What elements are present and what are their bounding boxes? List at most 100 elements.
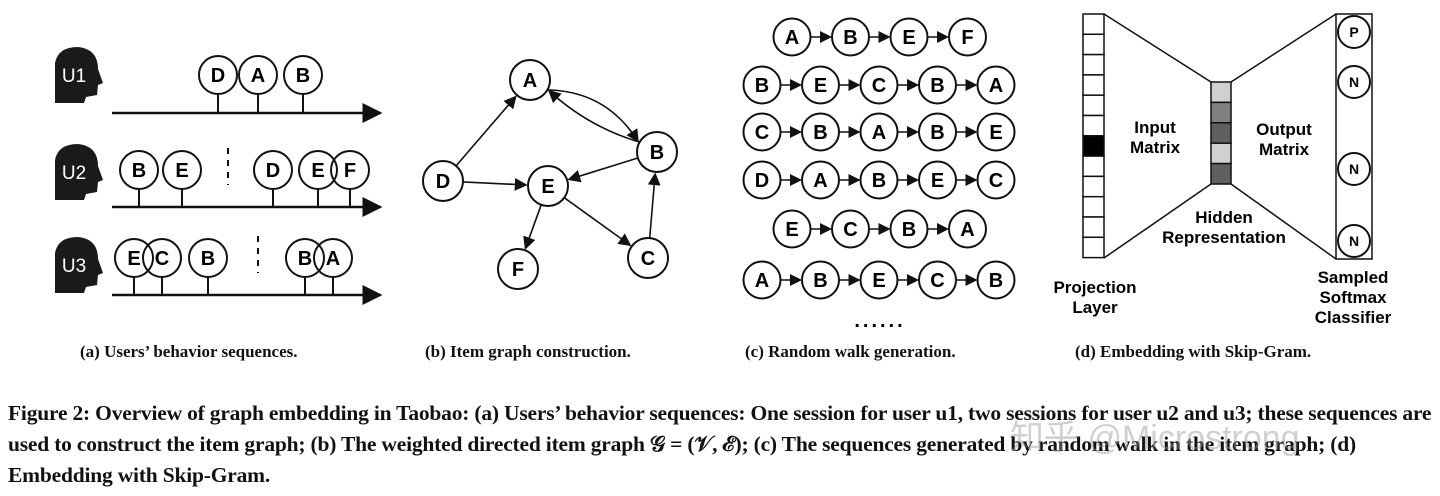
- node-circle: [527, 165, 569, 207]
- projection-layer-label: Projection: [1053, 278, 1136, 297]
- matrix-edge: [1230, 13, 1337, 83]
- node-label: B: [989, 270, 1003, 292]
- node-label: E: [175, 160, 188, 182]
- node-circle: [283, 55, 323, 95]
- node-label: E: [902, 27, 915, 49]
- matrix-edge: [1103, 183, 1212, 259]
- node-circle: [497, 248, 539, 290]
- node-circle: [772, 17, 812, 57]
- node-label: P: [1349, 24, 1358, 40]
- node-circle: [330, 150, 370, 190]
- sampled-softmax-label: Sampled: [1318, 268, 1389, 287]
- node-label: E: [931, 170, 944, 192]
- node-circle: [422, 160, 464, 202]
- graph-edge-E-F: [523, 204, 542, 250]
- matrix-edge: [1230, 183, 1337, 260]
- node-circle: [119, 150, 159, 190]
- sampled-softmax-label: Classifier: [1315, 308, 1392, 327]
- node-label: C: [641, 248, 655, 270]
- node-circle: [801, 65, 840, 105]
- node-circle: [1337, 15, 1371, 49]
- sampled-softmax-label: Softmax: [1319, 288, 1387, 307]
- user-head-icon: [55, 237, 103, 293]
- node-label: B: [132, 160, 146, 182]
- hidden-cell: [1210, 122, 1232, 144]
- node-label: A: [813, 170, 827, 192]
- node-circle: [313, 238, 353, 278]
- node-circle: [627, 237, 669, 279]
- node-label: B: [813, 270, 827, 292]
- node-label: E: [872, 270, 885, 292]
- hidden-representation-label: Hidden: [1195, 208, 1253, 227]
- node-circle: [509, 59, 551, 101]
- projection-cell: [1082, 175, 1105, 198]
- node-label: A: [785, 27, 799, 49]
- node-circle: [859, 160, 899, 200]
- hidden-representation-label: Representation: [1162, 228, 1286, 247]
- node-label: F: [344, 160, 356, 182]
- projection-cell: [1082, 155, 1105, 178]
- node-circle: [948, 17, 987, 57]
- projection-cell: [1082, 216, 1105, 239]
- node-label: C: [872, 75, 886, 97]
- node-label: B: [201, 248, 215, 270]
- node-label: A: [755, 270, 769, 292]
- node-label: B: [902, 219, 916, 241]
- node-circle: [1337, 65, 1371, 99]
- node-label: A: [326, 248, 340, 270]
- node-label: E: [785, 219, 798, 241]
- node-label: C: [155, 248, 169, 270]
- node-circle: [801, 112, 840, 152]
- node-circle: [859, 65, 899, 105]
- hidden-cell: [1210, 142, 1232, 165]
- node-circle: [918, 65, 957, 105]
- node-label: A: [960, 219, 974, 241]
- projection-cell: [1082, 33, 1105, 56]
- node-circle: [142, 238, 182, 278]
- node-label: C: [930, 270, 944, 292]
- node-label: E: [127, 248, 140, 270]
- user-label: U2: [62, 163, 86, 184]
- node-label: F: [961, 27, 973, 49]
- graph-edge-A-B: [547, 89, 639, 143]
- node-circle: [198, 55, 238, 95]
- subcaption-a: (a) Users’ behavior sequences.: [80, 342, 298, 361]
- projection-cell: [1082, 53, 1105, 76]
- matrix-edge: [1103, 13, 1212, 83]
- projection-cell: [1082, 94, 1105, 117]
- node-circle: [298, 150, 338, 190]
- node-circle: [114, 238, 154, 278]
- user-label: U3: [62, 256, 86, 277]
- node-circle: [1337, 224, 1371, 258]
- projection-cell: [1082, 135, 1105, 157]
- subcaption-b: (b) Item graph construction.: [425, 342, 631, 361]
- node-label: B: [755, 75, 769, 97]
- node-label: A: [989, 75, 1003, 97]
- node-circle: [831, 17, 870, 57]
- hidden-cell: [1210, 162, 1232, 185]
- node-circle: [918, 160, 957, 200]
- node-label: B: [298, 248, 312, 270]
- subcaption-c: (c) Random walk generation.: [745, 342, 956, 361]
- graph-edge-B-E: [567, 157, 639, 183]
- node-circle: [188, 238, 228, 278]
- node-circle: [636, 131, 678, 173]
- node-label: A: [872, 122, 886, 144]
- node-label: F: [512, 259, 524, 281]
- node-label: E: [541, 176, 554, 198]
- hidden-cell: [1210, 101, 1232, 124]
- classifier-box: [1335, 13, 1373, 260]
- node-label: D: [266, 160, 280, 182]
- node-label: B: [872, 170, 886, 192]
- node-label: B: [296, 65, 310, 87]
- node-label: B: [650, 142, 664, 164]
- node-circle: [918, 112, 957, 152]
- node-label: B: [930, 122, 944, 144]
- node-circle: [918, 260, 957, 300]
- node-circle: [742, 65, 782, 105]
- node-circle: [859, 260, 899, 300]
- node-circle: [976, 65, 1016, 105]
- watermark: 知乎 @Microstrong: [1010, 419, 1300, 457]
- node-label: C: [755, 122, 769, 144]
